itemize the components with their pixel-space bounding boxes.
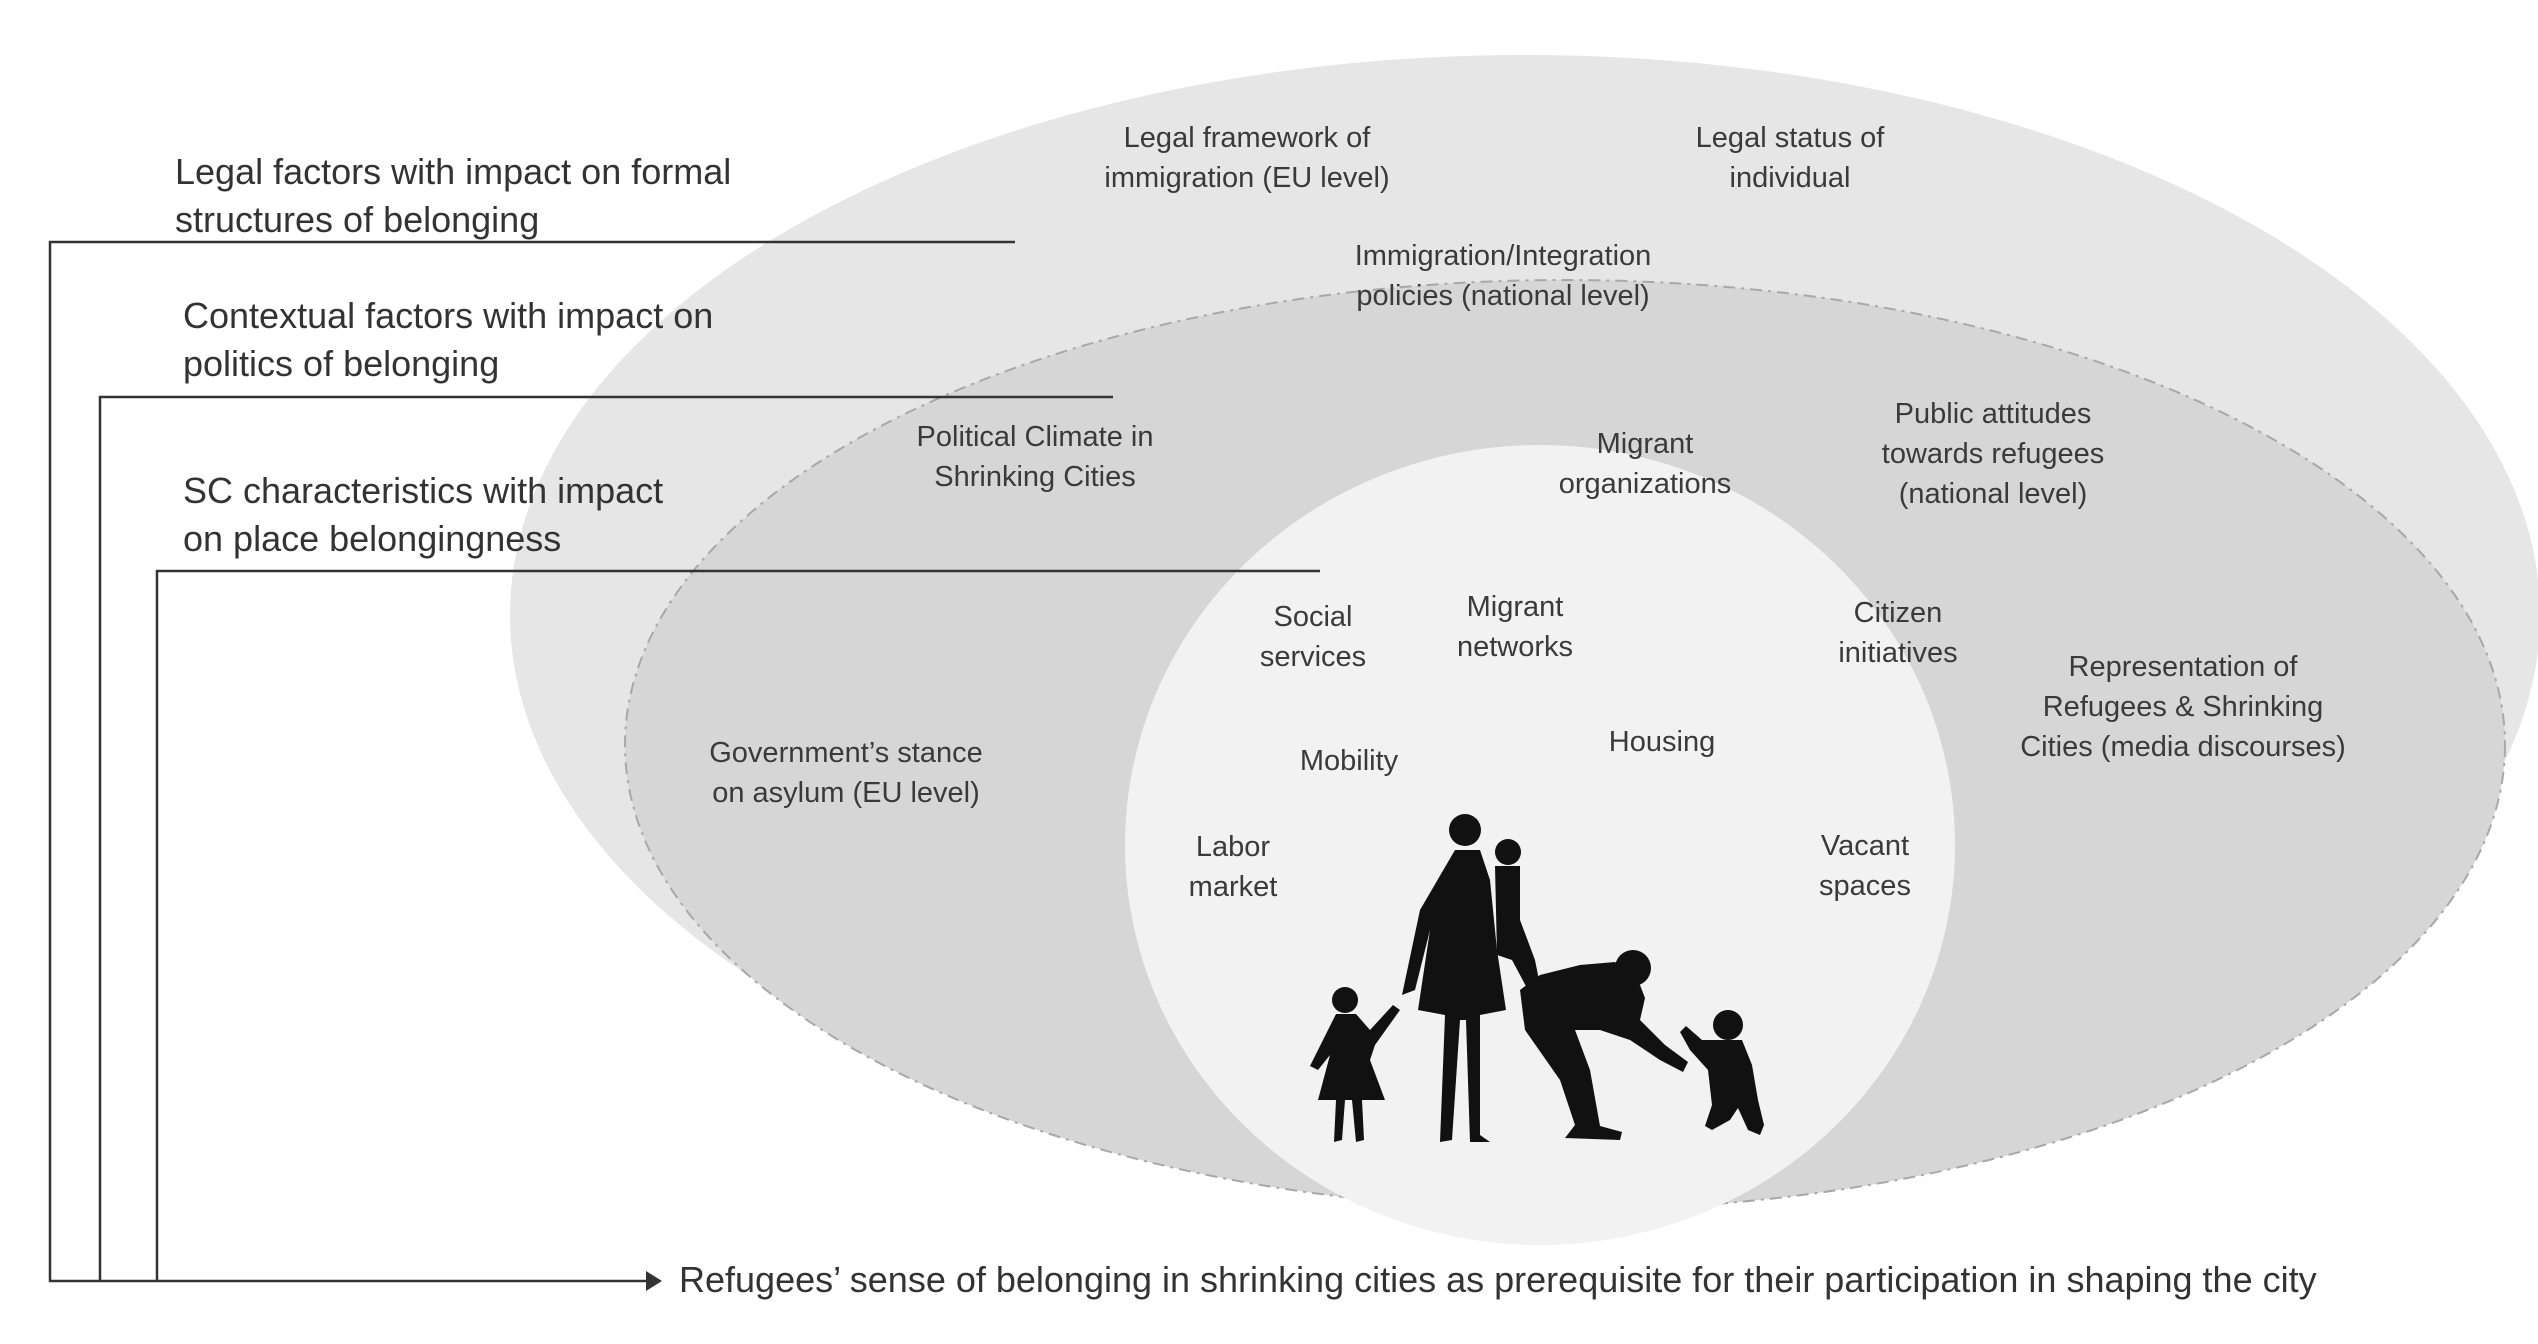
migrant-organizations-label: Migrant organizations — [1558, 428, 1732, 500]
citizen-initiatives-label: Citizen initiatives — [1838, 597, 1958, 669]
sc-characteristics-label: SC characteristics with impact on place … — [183, 470, 664, 559]
arrow-right-icon — [646, 1271, 662, 1291]
legal-factors-label: Legal factors with impact on formal stru… — [175, 151, 732, 240]
sc-connector — [155, 569, 1320, 1281]
legal-status-label: Legal status of individual — [1695, 122, 1885, 194]
immigration-policies-label: Immigration/Integration policies (nation… — [1354, 240, 1652, 312]
contextual-factors-label: Contextual factors with impact on politi… — [183, 295, 714, 384]
legal-framework-label: Legal framework of immigration (EU level… — [1104, 122, 1390, 194]
government-stance-label: Government’s stance on asylum (EU level) — [709, 737, 983, 809]
social-services-label: Social services — [1259, 601, 1367, 673]
representation-label: Representation of Refugees & Shrinking C… — [2020, 651, 2346, 763]
family-silhouette-icon — [1310, 814, 1764, 1142]
vacant-spaces-label: Vacant spaces — [1819, 830, 1911, 902]
migrant-networks-label: Migrant networks — [1456, 591, 1574, 663]
contextual-connector — [98, 395, 1113, 1281]
mobility-label: Mobility — [1299, 745, 1399, 777]
housing-label: Housing — [1608, 726, 1716, 758]
public-attitudes-label: Public attitudes towards refugees (natio… — [1881, 398, 2105, 510]
legal-connector — [48, 240, 1015, 1283]
labor-market-label: Labor market — [1188, 831, 1278, 903]
outcome-text: Refugees’ sense of belonging in shrinkin… — [679, 1259, 2317, 1300]
connector-lines — [48, 240, 1320, 1283]
political-climate-label: Political Climate in Shrinking Cities — [916, 421, 1154, 493]
